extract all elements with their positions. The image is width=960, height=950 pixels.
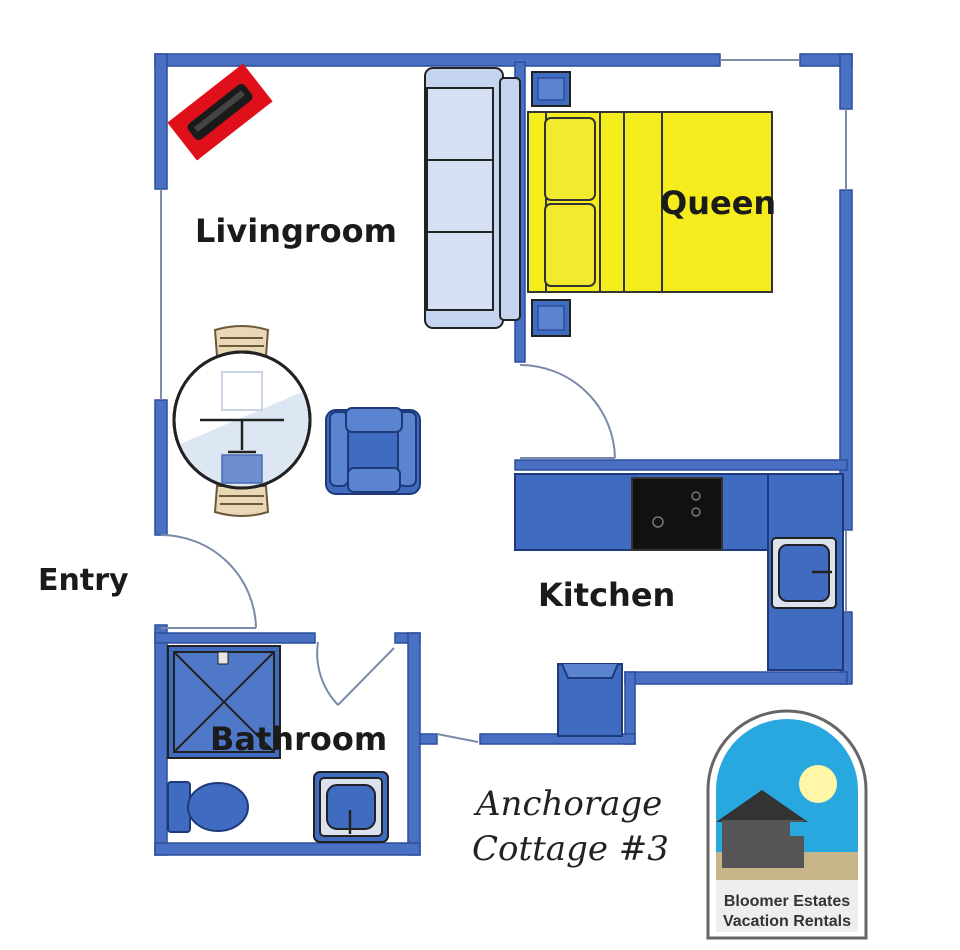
shower-icon	[167, 645, 281, 759]
door-swings	[160, 364, 616, 743]
cottage-caption-line2: Cottage #3	[472, 829, 669, 869]
dining-table-icon	[172, 350, 312, 490]
wall-top-left	[154, 53, 721, 67]
dining-chair-icon-bottom	[213, 485, 270, 517]
queen-bed-icon	[527, 111, 773, 293]
refrigerator-icon	[557, 663, 623, 737]
wall-bath-top-left	[154, 632, 316, 644]
queen-label: Queen	[660, 184, 776, 222]
wall-kitchen-bottom	[624, 671, 848, 685]
bathroom-sink-icon	[313, 771, 389, 843]
logo-text-line2: Vacation Rentals	[723, 913, 851, 930]
entry-label: Entry	[38, 563, 129, 598]
stove-icon	[631, 477, 723, 551]
wall-kitchen-step	[624, 671, 636, 745]
fireplace-icon	[167, 63, 273, 161]
kitchen-label: Kitchen	[538, 576, 675, 614]
wall-left-lower	[154, 624, 168, 856]
entry-door-swing	[160, 534, 257, 629]
livingroom-label: Livingroom	[195, 212, 397, 250]
armchair-icon	[325, 407, 421, 495]
cottage-caption-line1: Anchorage	[473, 784, 662, 824]
bathroom-door-swing	[316, 641, 339, 706]
wall-left-mid	[154, 399, 168, 536]
toilet-icon	[167, 781, 249, 833]
bedroom-door-swing	[519, 364, 616, 459]
wall-kitchen-top	[514, 459, 848, 471]
dining-chair-icon-top	[213, 325, 270, 357]
sofa-icon	[424, 67, 521, 329]
windows	[160, 59, 847, 612]
wall-left-upper	[154, 53, 168, 190]
wall-bath-right	[407, 632, 421, 856]
nightstand-icon-top	[531, 71, 571, 107]
kitchen-sink-icon	[771, 537, 837, 609]
wall-right-upper	[839, 53, 853, 110]
bloomer-estates-logo: Bloomer Estates Vacation Rentals	[706, 709, 868, 940]
wall-bath-bottom	[154, 842, 421, 856]
house-icon	[716, 790, 808, 868]
logo-text-line1: Bloomer Estates	[724, 893, 850, 910]
nightstand-icon-bottom	[531, 299, 571, 337]
bathroom-label: Bathroom	[210, 720, 387, 758]
